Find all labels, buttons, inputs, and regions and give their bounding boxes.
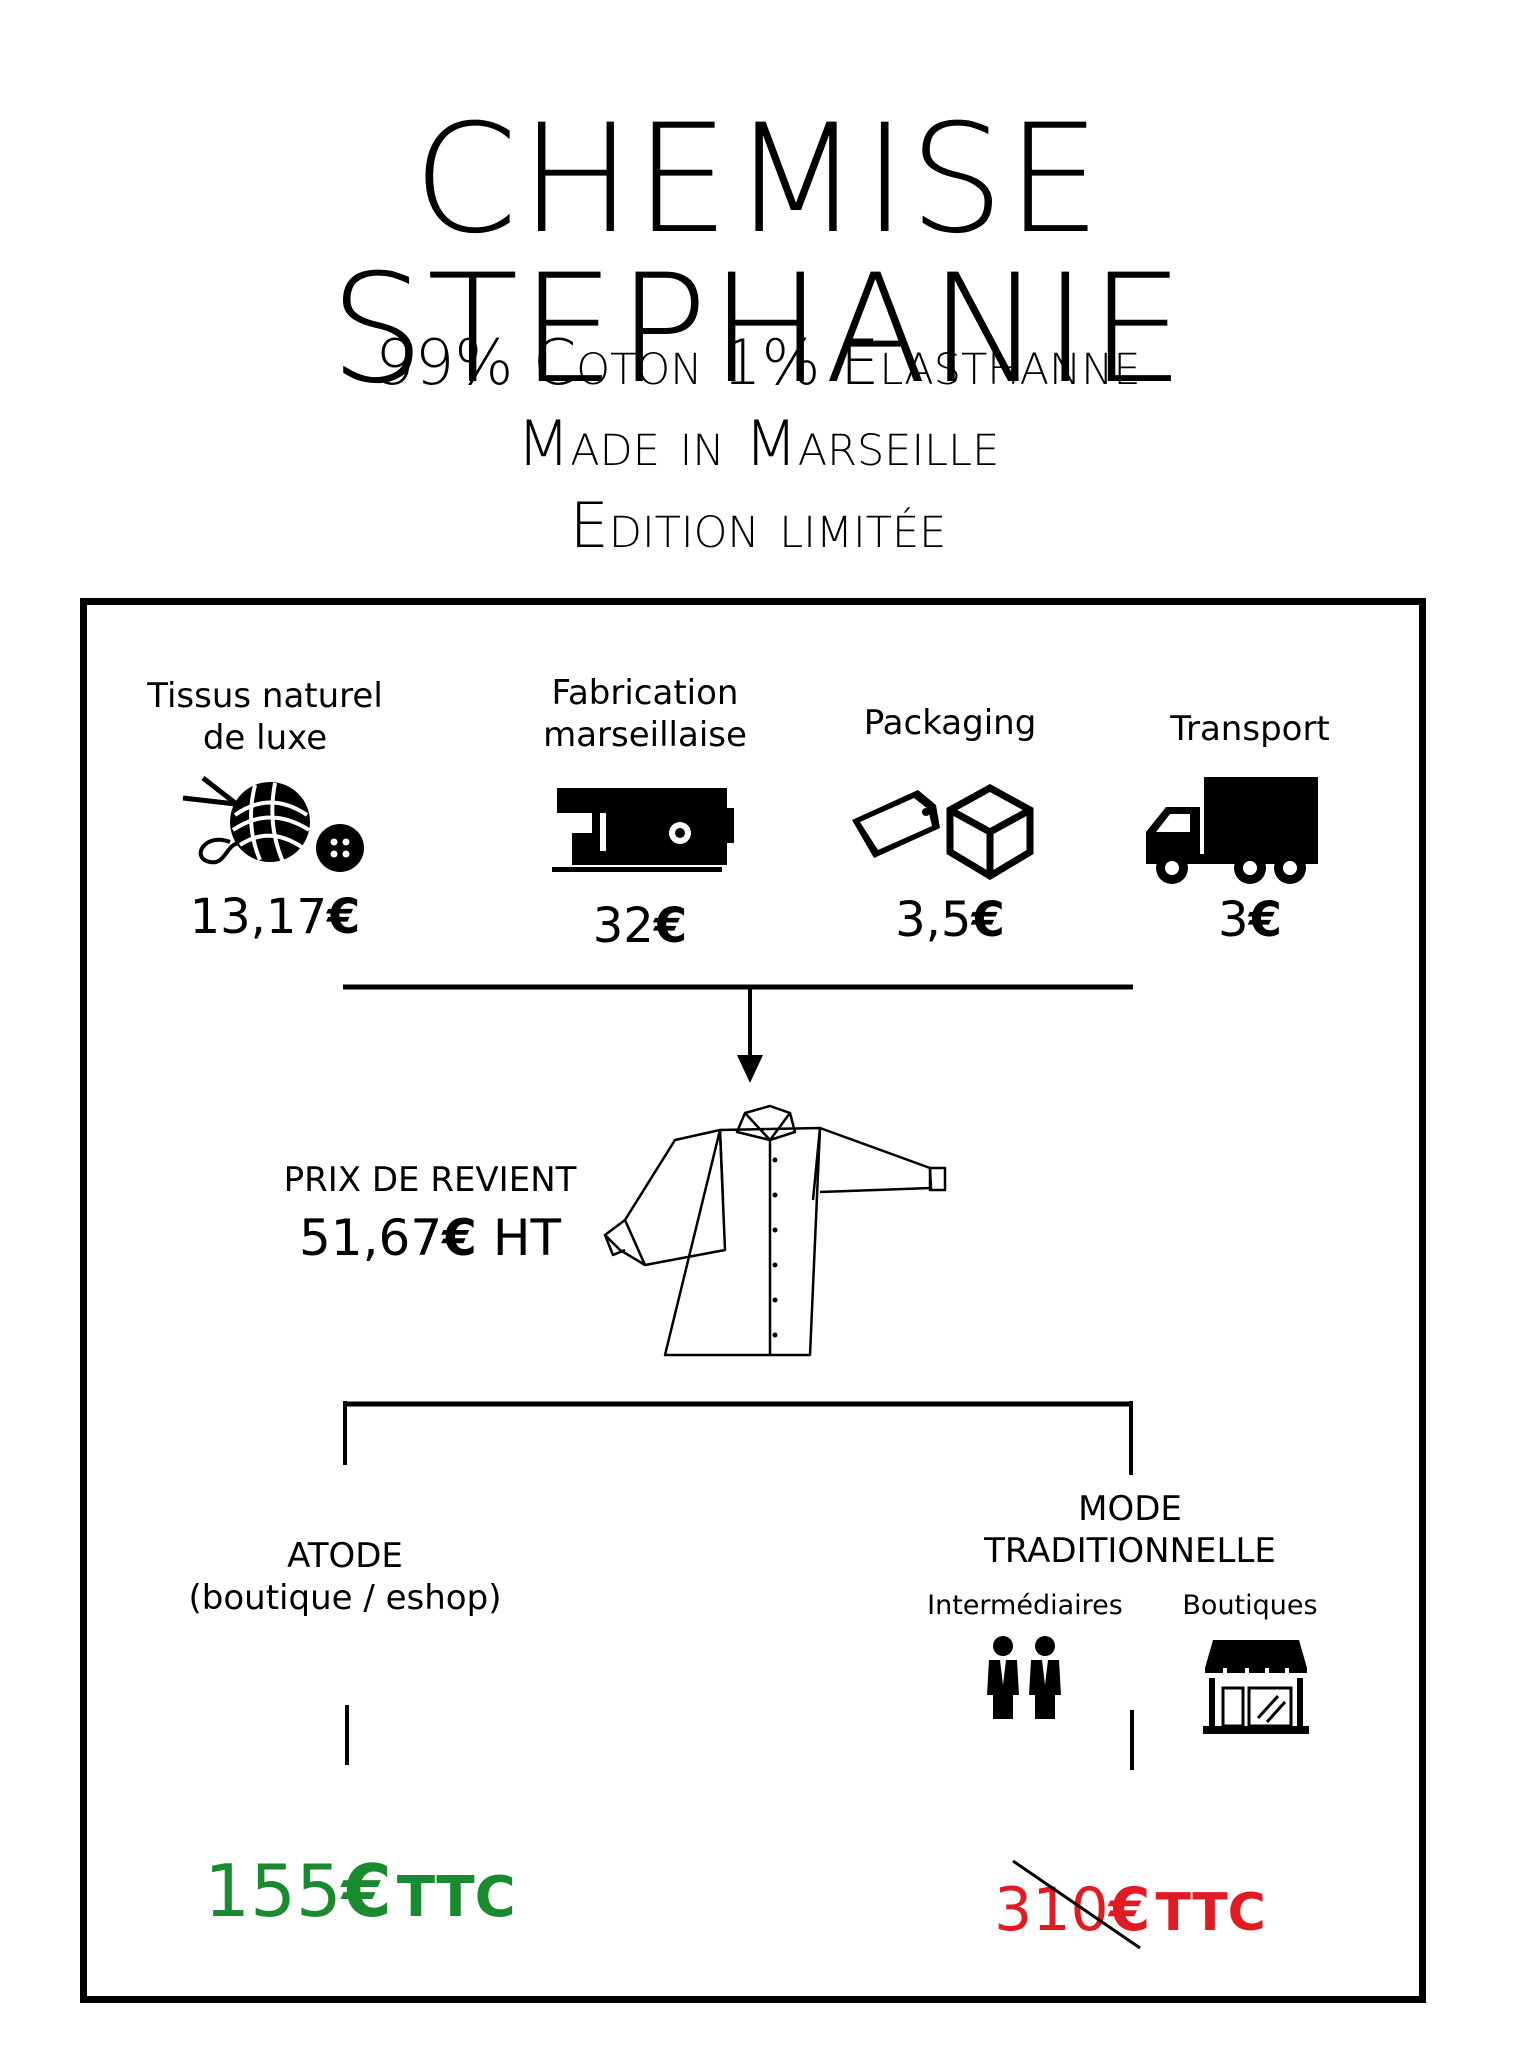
people-icon (987, 1636, 1061, 1719)
page-title: CHEMISE STEPHANIE (329, 93, 1187, 417)
cost-label-manufacturing: Fabrication marseillaise (543, 673, 747, 755)
infographic-frame (80, 598, 1426, 2003)
atode-detail: (boutique / eshop) (188, 1578, 502, 1618)
truck-icon (1146, 777, 1318, 884)
cost-label-transport: Transport (1170, 709, 1330, 749)
tag-box-icon (852, 784, 1034, 880)
cost-price-packaging: 3,5€ (895, 892, 1005, 948)
shirt-icon (603, 1104, 947, 1357)
cost-price-transport: 3€ (1218, 892, 1282, 948)
cost-price-fabric: 13,17€ (189, 889, 361, 945)
subtitle-composition: 99% Coton 1% Elasthanne (375, 326, 1141, 399)
shops-label: Boutiques (1182, 1590, 1318, 1621)
subtitle-origin: Made in Marseille (516, 407, 1000, 480)
sewing-machine-icon (552, 788, 734, 872)
cost-label-packaging: Packaging (863, 703, 1037, 743)
cost-price-label: PRIX DE REVIENT (283, 1160, 577, 1200)
yarn-ball-button-icon (182, 776, 364, 872)
atode-price: 155€ TTC (204, 1849, 516, 1933)
intermediaries-label: Intermédiaires (927, 1590, 1123, 1621)
cost-price-value: 51,67€ HT (299, 1209, 561, 1267)
traditional-label-line2: TRADITIONNELLE (984, 1531, 1276, 1571)
subtitle-edition: Edition limitée (569, 489, 947, 562)
cost-label-fabric: Tissus naturel de luxe (147, 676, 383, 758)
atode-label: ATODE (287, 1536, 403, 1576)
traditional-label-line1: MODE (1078, 1489, 1182, 1529)
shop-icon (1203, 1640, 1309, 1734)
strikethrough-mark (1012, 1859, 1141, 1950)
cost-price-manufacturing: 32€ (592, 898, 688, 954)
